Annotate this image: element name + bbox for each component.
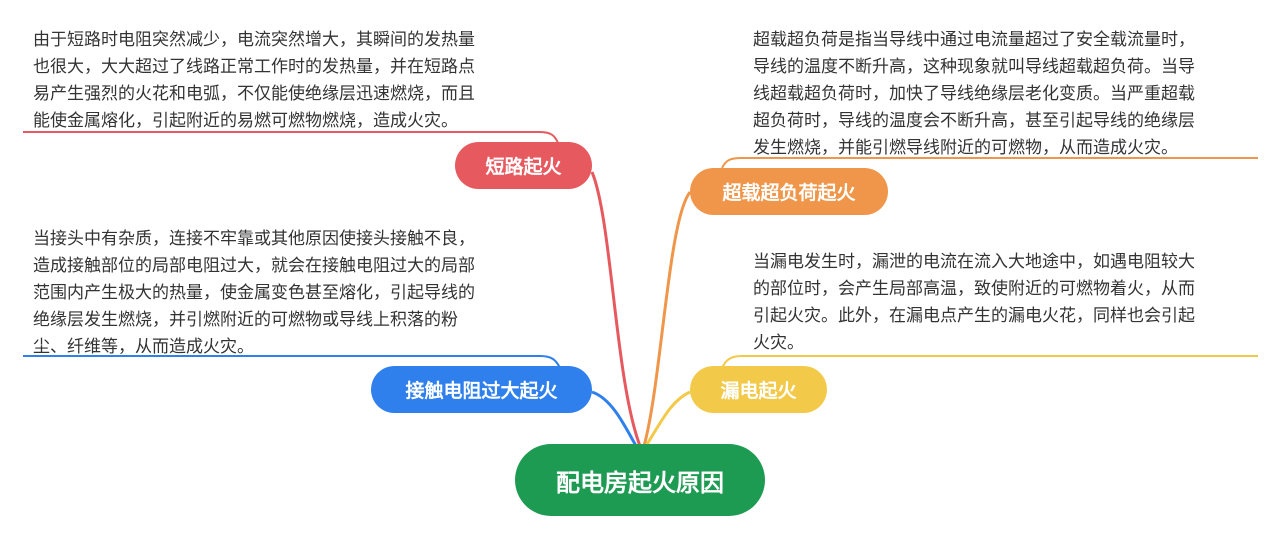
description-line: 当接头中有杂质，连接不牢靠或其他原因使接头接触不良， (33, 229, 475, 249)
connector-root-overload (642, 191, 692, 447)
connector-root-contact-resistance (591, 390, 638, 447)
description-line: 绝缘层发生燃烧，并引燃附近的可燃物或导线上积落的粉 (33, 310, 458, 330)
connector-overload-underline (721, 157, 1258, 169)
connector-leakage-underline (721, 355, 1258, 369)
topic-short-circuit[interactable]: 短路起火 (455, 142, 592, 189)
description-line: 引起火灾。此外，在漏电点产生的漏电火花，同样也会引起 (753, 306, 1195, 326)
contact-resistance-description: 当接头中有杂质，连接不牢靠或其他原因使接头接触不良， 造成接触部位的局部电阻过大… (33, 226, 543, 361)
connector-root-leakage (644, 390, 691, 447)
root-topic[interactable]: 配电房起火原因 (515, 444, 765, 516)
short-circuit-description: 由于短路时电阻突然减少，电流突然增大，其瞬间的发热量 也很大，大大超过了线路正常… (33, 27, 543, 135)
connector-contact-resistance-underline (23, 355, 561, 369)
description-line: 由于短路时电阻突然减少，电流突然增大，其瞬间的发热量 (33, 30, 475, 50)
connector-root-short-circuit (590, 171, 642, 447)
leakage-description: 当漏电发生时，漏泄的电流在流入大地途中，如遇电阻较大 的部位时，会产生局部高温，… (753, 249, 1263, 357)
description-line: 范围内产生极大的热量，使金属变色甚至熔化，引起导线的 (33, 283, 475, 303)
topic-leakage[interactable]: 漏电起火 (690, 366, 827, 413)
description-line: 造成接触部位的局部电阻过大，就会在接触电阻过大的局部 (33, 256, 475, 276)
description-line: 易产生强烈的火花和电弧，不仅能使绝缘层迅速燃烧，而且 (33, 84, 475, 104)
description-line: 发生燃烧，并能引燃导线附近的可燃物，从而造成火灾。 (753, 138, 1178, 158)
description-line: 超载超负荷是指当导线中通过电流量超过了安全载流量时， (753, 30, 1195, 50)
description-line: 导线的温度不断升高，这种现象就叫导线超载超负荷。当导 (753, 57, 1195, 77)
description-line: 能使金属熔化，引起附近的易燃可燃物燃烧，造成火灾。 (33, 111, 458, 131)
description-line: 线超载超负荷时，加快了导线绝缘层老化变质。当严重超载 (753, 84, 1195, 104)
description-line: 火灾。 (753, 333, 804, 353)
description-line: 也很大，大大超过了线路正常工作时的发热量，并在短路点 (33, 57, 475, 77)
description-line: 尘、纤维等，从而造成火灾。 (33, 337, 254, 357)
description-line: 超负荷时，导线的温度会不断升高，甚至引起导线的绝缘层 (753, 111, 1195, 131)
overload-description: 超载超负荷是指当导线中通过电流量超过了安全载流量时， 导线的温度不断升高，这种现… (753, 27, 1263, 162)
topic-overload[interactable]: 超载超负荷起火 (690, 168, 888, 215)
description-line: 当漏电发生时，漏泄的电流在流入大地途中，如遇电阻较大 (753, 252, 1195, 272)
topic-contact-resistance[interactable]: 接触电阻过大起火 (371, 366, 592, 413)
description-line: 的部位时，会产生局部高温，致使附近的可燃物着火，从而 (753, 279, 1195, 299)
